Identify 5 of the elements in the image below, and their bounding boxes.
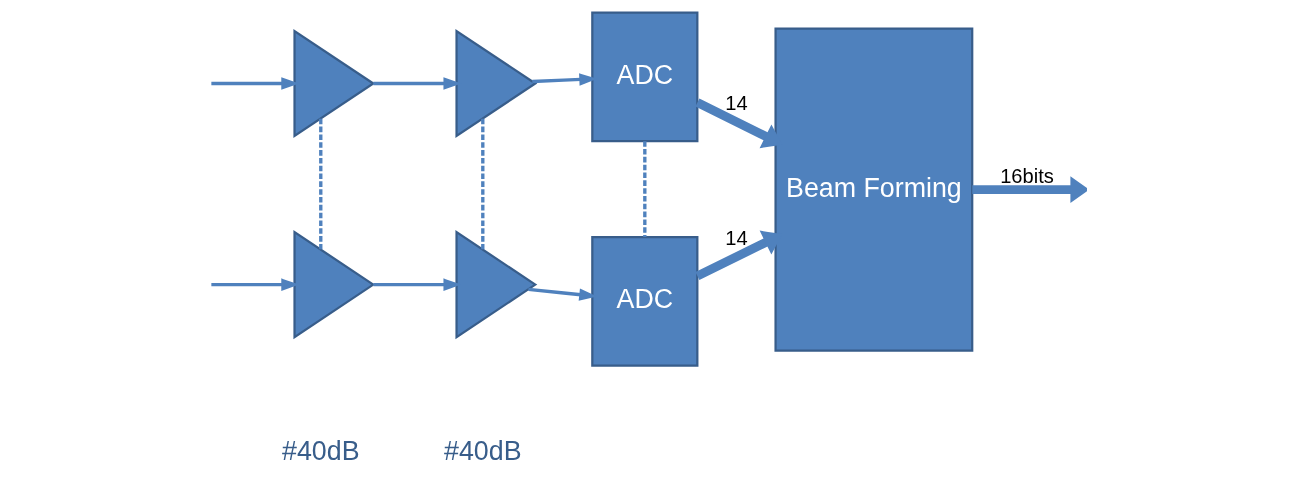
node-label: #40dB — [443, 436, 522, 467]
node-label: #40dB — [281, 436, 360, 467]
edge-label: 16bits — [999, 165, 1054, 188]
edge-label: 14 — [724, 91, 748, 114]
edge-label: 14 — [724, 226, 748, 249]
